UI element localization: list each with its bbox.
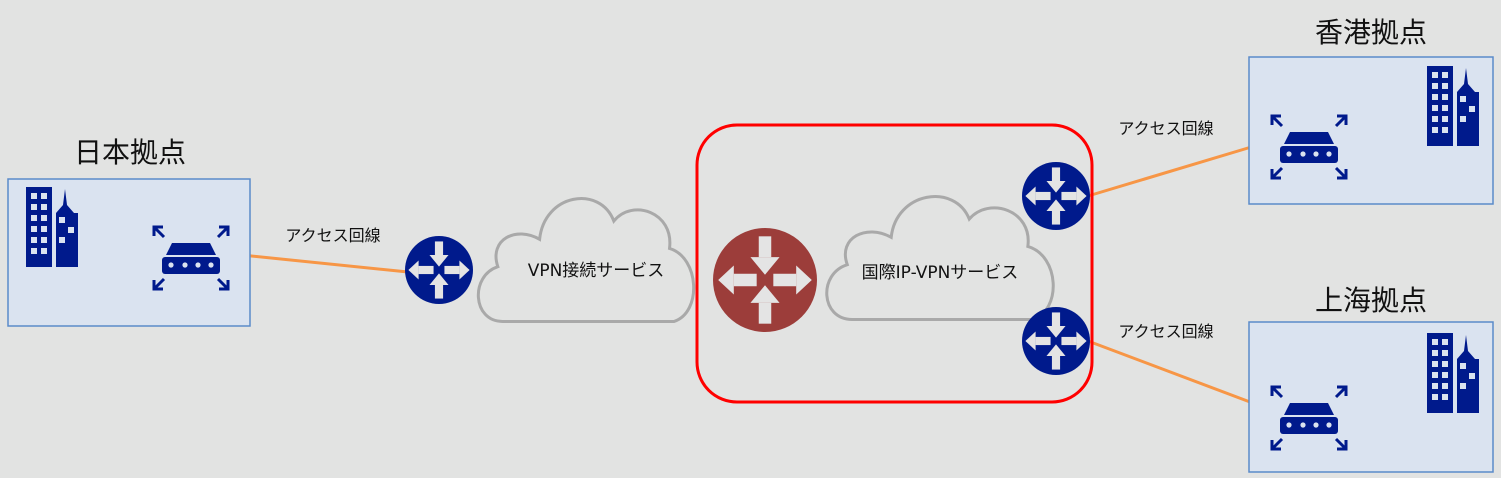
- access-line-japan: [231, 252, 409, 274]
- router-icon: [1022, 307, 1090, 375]
- access-label-hongkong: アクセス回線: [1118, 119, 1213, 138]
- router-icon: [405, 236, 473, 304]
- site-box-shanghai: [1248, 321, 1494, 473]
- site-title-shanghai: 上海拠点: [1315, 284, 1427, 317]
- site-box-hongkong: [1248, 56, 1494, 205]
- site-title-hongkong: 香港拠点: [1315, 16, 1427, 49]
- site-title-japan: 日本拠点: [74, 136, 186, 169]
- highlight-box: [695, 123, 1094, 404]
- access-line-hongkong: [1087, 143, 1259, 198]
- access-line-shanghai: [1087, 339, 1259, 407]
- router-icon: [1022, 162, 1090, 230]
- gateway-router-icon: [713, 228, 817, 332]
- access-label-shanghai: アクセス回線: [1118, 322, 1213, 341]
- access-label-japan: アクセス回線: [285, 226, 380, 245]
- cloud-label-intl-ipvpn: 国際IP-VPNサービス: [862, 263, 1019, 283]
- cloud-label-vpn-connect: VPN接続サービス: [528, 261, 665, 281]
